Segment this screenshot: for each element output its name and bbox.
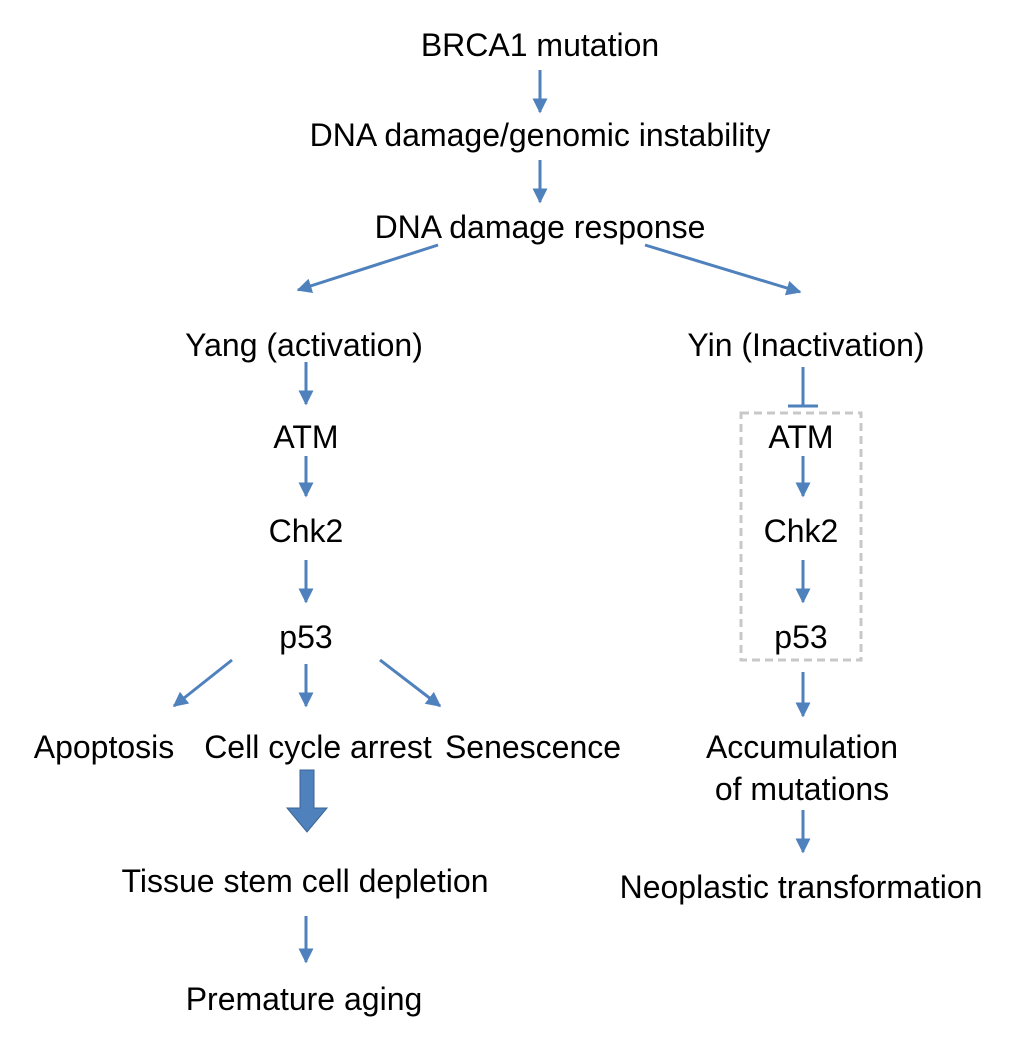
node-premature-aging: Premature aging — [185, 981, 423, 1017]
node-atm-left: ATM — [273, 419, 339, 455]
node-yin-inactivation: Yin (Inactivation) — [687, 327, 925, 363]
thick-arrow-to-tissue-stem — [285, 769, 329, 833]
arrow-p53-to-senescence — [379, 658, 442, 708]
node-dna-damage-response: DNA damage response — [374, 209, 706, 245]
arrow-p53-to-apoptosis — [172, 658, 233, 708]
node-senescence: Senescence — [444, 729, 622, 765]
node-dna-damage: DNA damage/genomic instability — [309, 117, 771, 153]
node-chk2-left: Chk2 — [268, 513, 344, 549]
node-accumulation: Accumulation — [705, 729, 899, 765]
node-chk2-right: Chk2 — [763, 513, 839, 549]
arrow-ddr-to-yang — [296, 243, 439, 294]
node-apoptosis: Apoptosis — [33, 729, 175, 765]
node-yang-activation: Yang (activation) — [185, 327, 423, 363]
node-cell-cycle-arrest: Cell cycle arrest — [204, 729, 432, 765]
node-tissue-stem-cell-depletion: Tissue stem cell depletion — [121, 863, 489, 899]
inactivated-pathway-box — [739, 411, 863, 662]
node-p53-left: p53 — [279, 619, 333, 655]
node-brca1-mutation: BRCA1 mutation — [420, 27, 660, 63]
node-of-mutations: of mutations — [714, 771, 890, 807]
node-atm-right: ATM — [768, 419, 834, 455]
arrow-ddr-to-yin — [644, 243, 802, 296]
node-neoplastic-transformation: Neoplastic transformation — [619, 869, 983, 905]
node-p53-right: p53 — [774, 619, 828, 655]
